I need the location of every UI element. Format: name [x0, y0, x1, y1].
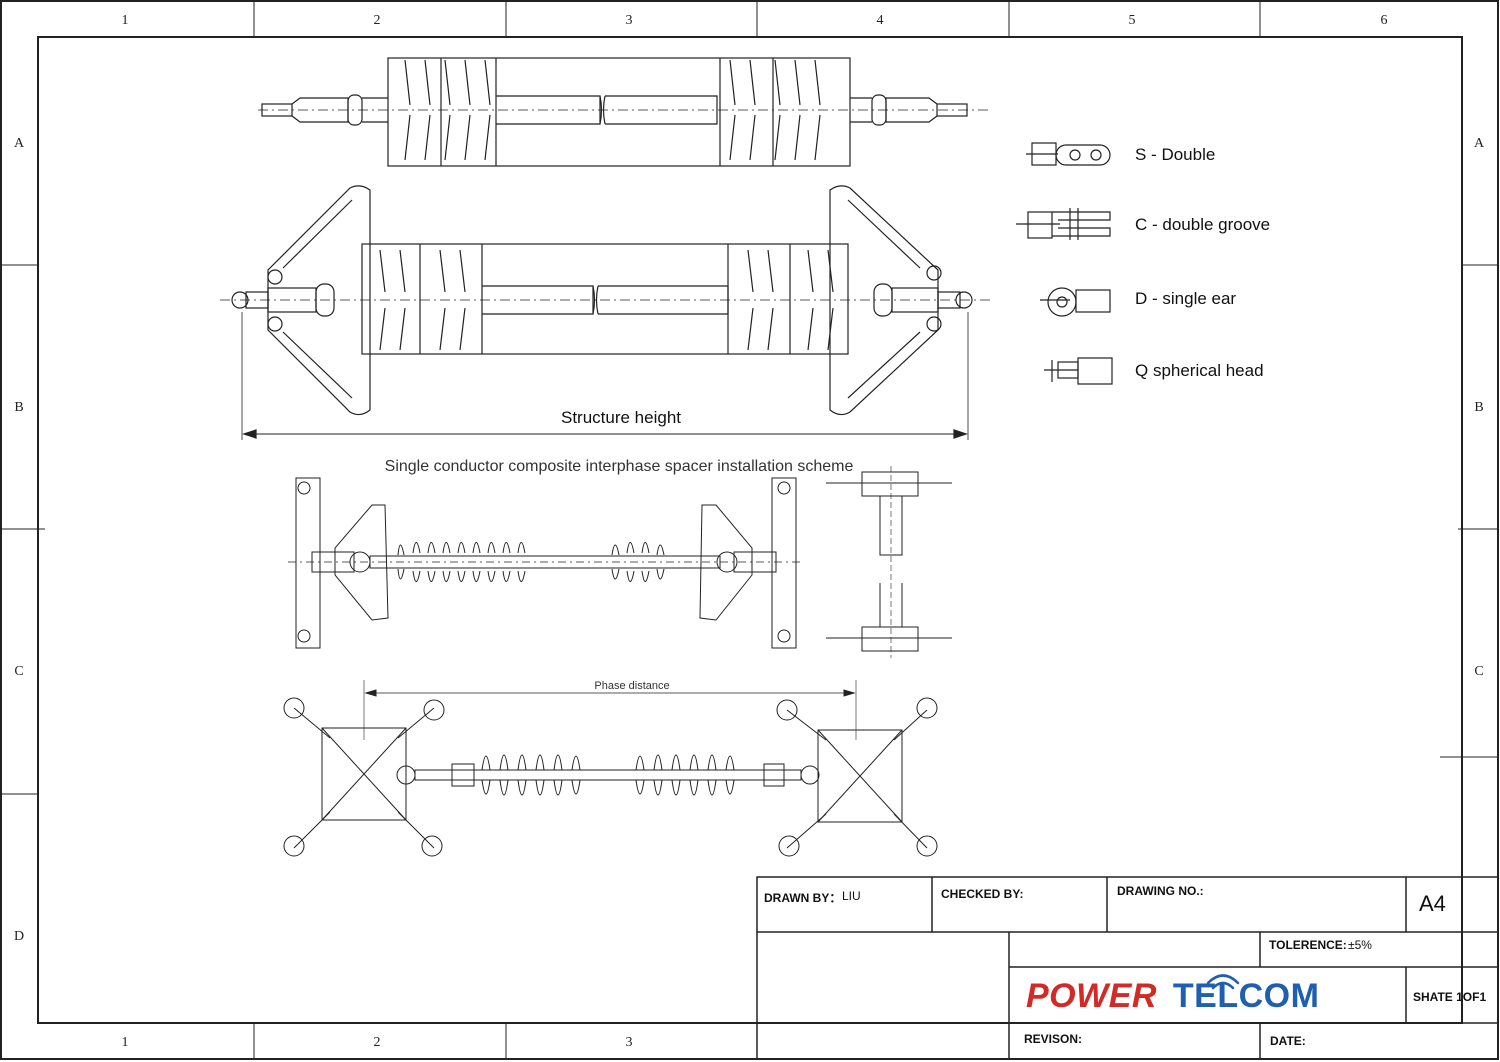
- fitting-spherical-head-icon: [1044, 357, 1113, 385]
- company-logo: POWER TELCOM: [1026, 977, 1319, 1016]
- phase-distance-view: [283, 680, 938, 857]
- revision-label: REVISON:: [1024, 1032, 1083, 1046]
- company-name-power: POWER: [1026, 977, 1157, 1015]
- title-block: [756, 876, 1499, 1060]
- sheet-number: SHATE 1OF1: [1413, 990, 1487, 1004]
- col-label-bottom-2: 2: [374, 1035, 381, 1050]
- drawn-by-value: LIU: [842, 889, 861, 903]
- row-label-right-a: A: [1474, 136, 1485, 151]
- col-label-top-6: 6: [1381, 13, 1388, 28]
- company-name-telcom: TELCOM: [1172, 977, 1320, 1015]
- legend-label-double-groove: C - double groove: [1135, 215, 1270, 234]
- tolerance-value: ±5%: [1348, 938, 1372, 952]
- insulator-top-drawing: [258, 57, 992, 167]
- legend-label-spherical-head: Q spherical head: [1135, 361, 1264, 380]
- insulator-yoke-drawing: [220, 185, 990, 440]
- legend-icons: [1016, 142, 1113, 385]
- checked-by-label: CHECKED BY:: [941, 887, 1024, 901]
- tolerance-label: TOLERENCE:: [1269, 938, 1347, 952]
- col-label-top-4: 4: [877, 13, 884, 28]
- row-label-left-b: B: [14, 400, 23, 415]
- installation-side-view: [288, 477, 800, 649]
- phase-distance-label: Phase distance: [594, 680, 669, 692]
- legend-label-single-ear: D - single ear: [1135, 289, 1236, 308]
- col-label-top-2: 2: [374, 13, 381, 28]
- frame-references: 1 2 3 4 5 6 1 2 3 A B C D A B C: [14, 13, 1485, 1050]
- fitting-double-icon: [1026, 142, 1111, 166]
- row-label-left-c: C: [14, 664, 23, 679]
- col-label-top-1: 1: [122, 13, 129, 28]
- legend-label-double: S - Double: [1135, 145, 1215, 164]
- side-view-sheds: [397, 542, 665, 582]
- row-label-left-a: A: [14, 136, 25, 151]
- date-label: DATE:: [1270, 1034, 1306, 1048]
- installation-end-view: [826, 466, 952, 658]
- row-label-left-d: D: [14, 929, 24, 944]
- legend-labels: S - Double C - double groove D - single …: [1135, 145, 1270, 380]
- scheme-title: Single conductor composite interphase sp…: [385, 458, 854, 475]
- paper-size: A4: [1419, 891, 1446, 916]
- row-label-right-c: C: [1474, 664, 1483, 679]
- col-label-bottom-1: 1: [122, 1035, 129, 1050]
- fitting-double-groove-icon: [1016, 208, 1111, 240]
- col-label-bottom-3: 3: [626, 1035, 633, 1050]
- fitting-single-ear-icon: [1040, 287, 1111, 317]
- drawn-by-label: DRAWN BY：: [764, 891, 842, 905]
- col-label-top-3: 3: [626, 13, 633, 28]
- row-label-right-b: B: [1474, 400, 1483, 415]
- phase-view-sheds: [481, 754, 735, 796]
- drawing-number-label: DRAWING NO.:: [1117, 884, 1204, 898]
- structure-height-label: Structure height: [561, 408, 681, 427]
- wifi-logo-icon: [1206, 974, 1240, 990]
- col-label-top-5: 5: [1129, 13, 1136, 28]
